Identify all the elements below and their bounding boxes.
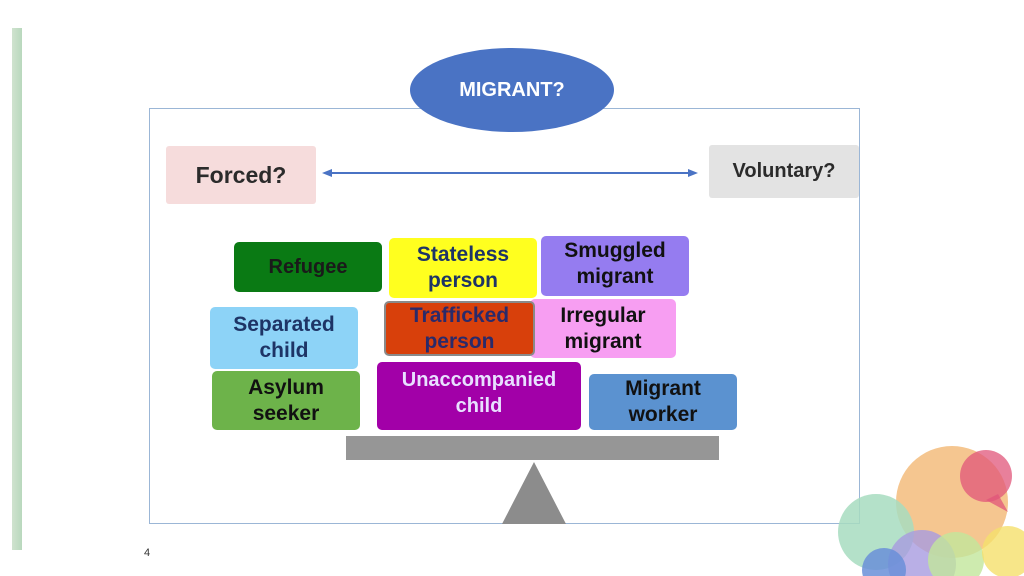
tag-unaccompanied-label: Unaccompanied child: [401, 369, 557, 417]
tag-refugee-label: Refugee: [268, 256, 348, 278]
tag-migrant-worker-label: Migrant worker: [625, 377, 701, 426]
tag-trafficked-person: Trafficked person: [384, 301, 535, 356]
voluntary-label-box: Voluntary?: [709, 145, 859, 198]
tag-asylum-label: Asylum seeker: [248, 375, 324, 425]
title-text: MIGRANT?: [459, 78, 565, 101]
page-number: 4: [144, 547, 151, 559]
tag-unaccompanied-child: Unaccompanied child: [377, 362, 581, 430]
fulcrum-triangle: [502, 462, 566, 524]
forced-label-box: Forced?: [166, 146, 316, 204]
decorative-speech-bubbles: [838, 446, 1024, 576]
forced-label: Forced?: [195, 161, 287, 188]
tag-trafficked-label: Trafficked person: [409, 304, 510, 353]
tag-irregular-migrant: Irregular migrant: [530, 299, 676, 358]
scale-beam: [346, 436, 719, 460]
tag-stateless-label: Stateless person: [416, 243, 510, 292]
tag-separated-label: Separated child: [233, 313, 335, 362]
tag-refugee: Refugee: [234, 242, 382, 292]
tag-migrant-worker: Migrant worker: [589, 374, 737, 430]
double-arrow-icon: [322, 169, 698, 177]
tag-asylum-seeker: Asylum seeker: [212, 371, 360, 430]
left-accent-bar: [12, 28, 22, 550]
title-oval: MIGRANT?: [410, 48, 614, 132]
tag-irregular-label: Irregular migrant: [560, 303, 646, 353]
tag-stateless-person: Stateless person: [389, 238, 537, 298]
voluntary-label: Voluntary?: [732, 160, 836, 182]
tag-smuggled-label: Smuggled migrant: [564, 239, 666, 288]
tag-separated-child: Separated child: [210, 307, 358, 369]
tag-smuggled-migrant: Smuggled migrant: [541, 236, 689, 296]
